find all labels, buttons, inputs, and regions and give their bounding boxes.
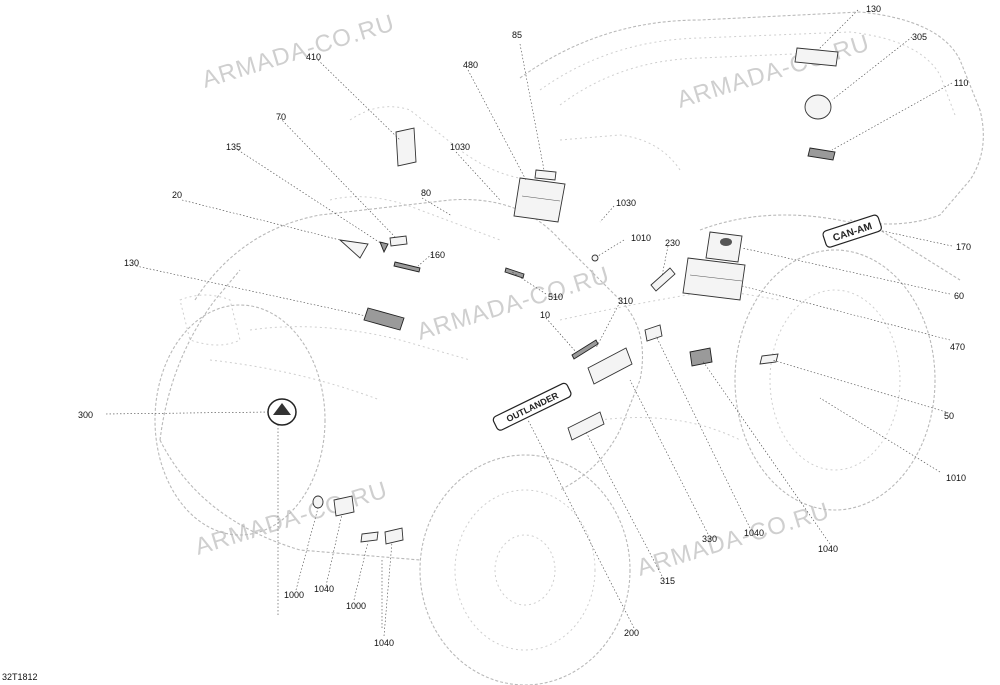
brand-emblem: CAN-AM bbox=[822, 214, 882, 248]
decal-icon bbox=[720, 238, 732, 246]
callout-110: 110 bbox=[954, 78, 968, 88]
decal-dash-panel bbox=[513, 177, 566, 223]
decal-135 bbox=[379, 241, 389, 254]
decal-front-panel bbox=[363, 307, 405, 331]
callout-170: 170 bbox=[956, 242, 971, 252]
decal-side-tag bbox=[587, 347, 633, 385]
callout-315: 315 bbox=[660, 576, 675, 586]
callout-labels: 130 305 110 170 60 470 50 1010 1040 1040… bbox=[78, 4, 971, 648]
callout-10: 10 bbox=[540, 310, 550, 320]
callout-50: 50 bbox=[944, 411, 954, 421]
watermark: ARMADA-CO.RU bbox=[192, 476, 391, 560]
callout-470: 470 bbox=[950, 342, 965, 352]
panel-line bbox=[521, 195, 561, 202]
decal-230 bbox=[650, 267, 676, 292]
decal-side-small bbox=[689, 347, 713, 367]
callout-135: 135 bbox=[226, 142, 241, 152]
decal-side-tag-lower bbox=[567, 411, 605, 441]
decal-rear-warning-large bbox=[682, 257, 746, 301]
callout-510: 510 bbox=[548, 292, 563, 302]
decal-line bbox=[689, 274, 743, 282]
leader-lines bbox=[105, 9, 953, 637]
callout-130: 130 bbox=[866, 4, 881, 14]
callout-330: 330 bbox=[702, 534, 717, 544]
decal-85 bbox=[534, 169, 557, 181]
callout-80: 80 bbox=[421, 188, 431, 198]
decal-70 bbox=[389, 235, 408, 247]
decal-mirror bbox=[395, 127, 417, 167]
callout-305: 305 bbox=[912, 32, 927, 42]
decal-1010 bbox=[591, 254, 599, 262]
watermark: ARMADA-CO.RU bbox=[634, 497, 833, 581]
callout-160: 160 bbox=[430, 250, 445, 260]
watermark: ARMADA-CO.RU bbox=[199, 9, 398, 93]
decal-front-lower-d bbox=[312, 495, 324, 509]
callout-480: 480 bbox=[463, 60, 478, 70]
callout-1000: 1000 bbox=[346, 601, 366, 611]
decal-160 bbox=[393, 261, 421, 273]
callout-230: 230 bbox=[665, 238, 680, 248]
decal-round-rear bbox=[804, 94, 832, 120]
callout-20: 20 bbox=[172, 190, 182, 200]
watermarks: ARMADA-CO.RU ARMADA-CO.RU ARMADA-CO.RU A… bbox=[192, 9, 873, 581]
decal-rear-warning-small bbox=[705, 231, 743, 263]
decal-fender-small bbox=[644, 324, 663, 342]
outlander-emblem: OUTLANDER bbox=[492, 382, 572, 431]
decal-rear-side bbox=[759, 353, 779, 365]
callout-1010: 1010 bbox=[946, 473, 966, 483]
callout-1030: 1030 bbox=[616, 198, 636, 208]
decal-rack-label bbox=[794, 47, 839, 67]
callout-300: 300 bbox=[78, 410, 93, 420]
watermark: ARMADA-CO.RU bbox=[674, 29, 873, 113]
decal-rear-small bbox=[807, 147, 836, 161]
callout-1040: 1040 bbox=[314, 584, 334, 594]
callout-310: 310 bbox=[618, 296, 633, 306]
decal-510 bbox=[504, 267, 525, 279]
decal-front-triangle bbox=[338, 239, 369, 259]
callout-1010: 1010 bbox=[631, 233, 651, 243]
decal-front-lower-b bbox=[384, 527, 404, 545]
decal-stripe bbox=[571, 339, 599, 360]
callout-410: 410 bbox=[306, 52, 321, 62]
emblem-mark bbox=[273, 403, 291, 415]
callout-1040: 1040 bbox=[818, 544, 838, 554]
callout-1040: 1040 bbox=[374, 638, 394, 648]
callout-1030: 1030 bbox=[450, 142, 470, 152]
decal-front-lower-c bbox=[360, 531, 379, 543]
callout-1000: 1000 bbox=[284, 590, 304, 600]
callout-130: 130 bbox=[124, 258, 139, 268]
decal-front-lower-a bbox=[333, 495, 355, 517]
callout-1040: 1040 bbox=[744, 528, 764, 538]
callout-60: 60 bbox=[954, 291, 964, 301]
callout-70: 70 bbox=[276, 112, 286, 122]
callout-200: 200 bbox=[624, 628, 639, 638]
callout-85: 85 bbox=[512, 30, 522, 40]
drawing-code: 32T1812 bbox=[2, 672, 38, 682]
